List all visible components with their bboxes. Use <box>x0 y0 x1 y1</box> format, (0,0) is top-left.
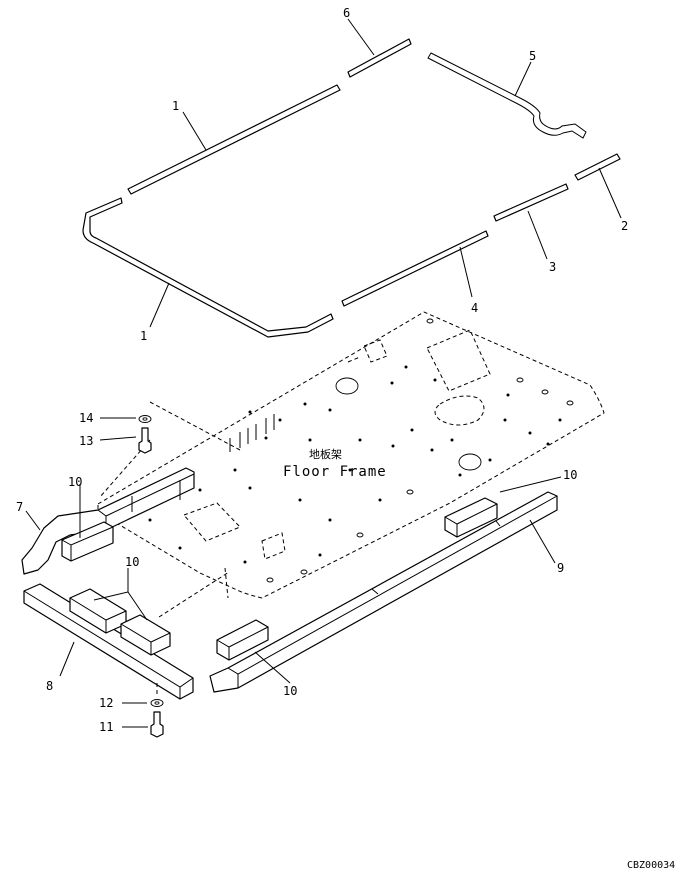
part-4-trim <box>341 230 489 307</box>
callout-14: 14 <box>79 411 93 425</box>
callout-12: 12 <box>99 696 113 710</box>
callout-8: 8 <box>46 679 53 693</box>
lower-leaders <box>25 476 562 684</box>
callout-2: 2 <box>621 219 628 233</box>
part-6-trim <box>347 38 412 78</box>
part-14-washer <box>138 415 152 423</box>
callout-1-top: 1 <box>172 99 179 113</box>
callout-10-right-top: 10 <box>563 468 577 482</box>
callout-11: 11 <box>99 720 113 734</box>
callout-6: 6 <box>343 6 350 20</box>
part-13-bolt <box>138 427 152 454</box>
part-7-side-member <box>21 467 195 575</box>
part-8-front-beam <box>23 583 194 700</box>
callout-1-bottom: 1 <box>140 329 147 343</box>
edge-trim-assembly <box>82 18 622 338</box>
fasteners <box>99 415 164 738</box>
part-5-rod <box>427 52 587 139</box>
frame-members <box>21 467 558 700</box>
floor-frame-label-cn: 地板架 <box>309 447 342 461</box>
callout-10-mid: 10 <box>125 555 139 569</box>
callouts: 1 1 2 3 4 5 6 7 8 9 10 10 10 10 11 12 13… <box>16 6 628 734</box>
floor-frame-label-en: Floor Frame <box>283 464 387 480</box>
callout-10-left: 10 <box>68 475 82 489</box>
part-1-corner-trim <box>82 197 334 338</box>
callout-7: 7 <box>16 500 23 514</box>
part-12-washer <box>150 699 164 707</box>
part-2-trim <box>574 153 621 181</box>
part-9-right-member <box>209 491 558 693</box>
callout-13: 13 <box>79 434 93 448</box>
callout-9: 9 <box>557 561 564 575</box>
part-1-top-trim <box>127 84 341 195</box>
callout-10-bottom: 10 <box>283 684 297 698</box>
part-11-bolt <box>150 711 164 738</box>
callout-3: 3 <box>549 260 556 274</box>
floor-frame-plate <box>97 311 605 618</box>
part-10-pad-mid-2 <box>120 614 171 656</box>
part-10-pad-left <box>61 521 114 562</box>
part-3-trim <box>493 183 569 222</box>
callout-4: 4 <box>471 301 478 315</box>
callout-5: 5 <box>529 49 536 63</box>
drawing-code: CBZ00034 <box>627 860 675 871</box>
